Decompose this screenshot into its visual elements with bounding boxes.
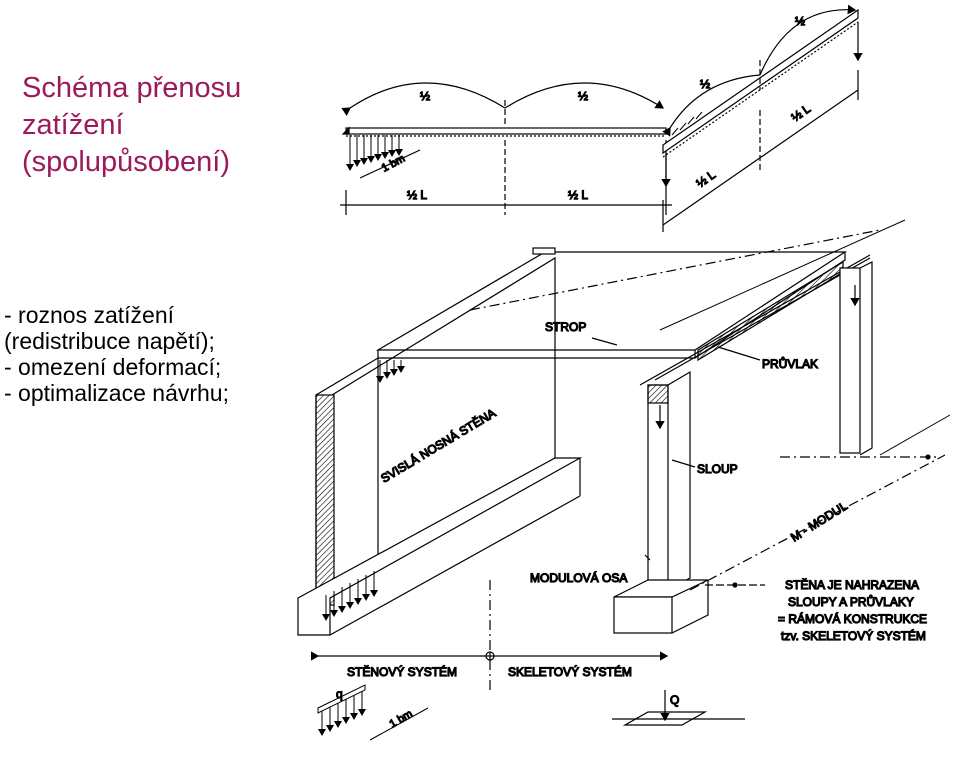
label-q-point: Q [670, 693, 679, 707]
label-half-l: ½ L [694, 167, 719, 190]
note-line: tzv. SKELETOVÝ SYSTÉM [781, 628, 926, 643]
load-arrows [346, 135, 403, 171]
note-line: STĚNA JE NAHRAZENA [785, 577, 919, 592]
bullet-list: - roznos zatížení (redistribuce napětí);… [4, 302, 229, 406]
note-line: SLOUPY A PRŮVLAKY [788, 594, 914, 609]
note-line: = RÁMOVÁ KONSTRUKCE [778, 611, 927, 626]
label-half-l: ½ L [407, 188, 427, 202]
bullet-item: (redistribuce napětí); [4, 328, 215, 354]
inclined-strip-diagram: ½ ½ ½ L ½ L [661, 4, 863, 232]
label-modulova-osa: MODULOVÁ OSA [530, 570, 627, 585]
bullet-item: - roznos zatížení [4, 302, 175, 328]
label-half: ½ [795, 14, 805, 28]
label-half: ½ [578, 89, 588, 103]
label-stenovy-system: STĚNOVÝ SYSTÉM [347, 664, 457, 679]
label-half-l: ½ L [568, 188, 588, 202]
label-one-bm: 1 bm [388, 708, 415, 731]
label-q: q [336, 687, 343, 701]
wall-load-arrows [322, 360, 405, 621]
label-sloup: SLOUP [697, 462, 738, 476]
label-pruvlak: PRŮVLAK [762, 356, 818, 371]
label-half-l: ½ L [789, 101, 814, 124]
title-line-3: (spolupůsobení) [22, 146, 230, 178]
slide-title: Schéma přenosu zatížení (spolupůsobení) [22, 70, 241, 181]
label-half: ½ [420, 89, 430, 103]
point-load-q [612, 690, 745, 726]
bullet-item: - optimalizace návrhu; [4, 380, 229, 406]
system-dimension [310, 651, 669, 661]
title-line-2: zatížení [22, 109, 124, 141]
bullet-item: - omezení deformací; [4, 354, 222, 380]
structure-3d [297, 219, 951, 690]
slab-strip-diagram: ½ ½ ½ L ½ L 1 bm [340, 82, 672, 215]
label-half: ½ [700, 77, 710, 91]
label-skeletovy-system: SKELETOVÝ SYSTÉM [508, 664, 632, 679]
label-strop: STROP [545, 320, 586, 334]
label-svisla-nosna-stena: SVISLÁ NOSNÁ STĚNA [378, 405, 498, 486]
title-line-1: Schéma přenosu [22, 72, 242, 104]
line-load-q [317, 684, 429, 741]
label-m-modul: M - MODUL [788, 499, 850, 545]
label-one-bm: 1 bm [380, 153, 407, 175]
